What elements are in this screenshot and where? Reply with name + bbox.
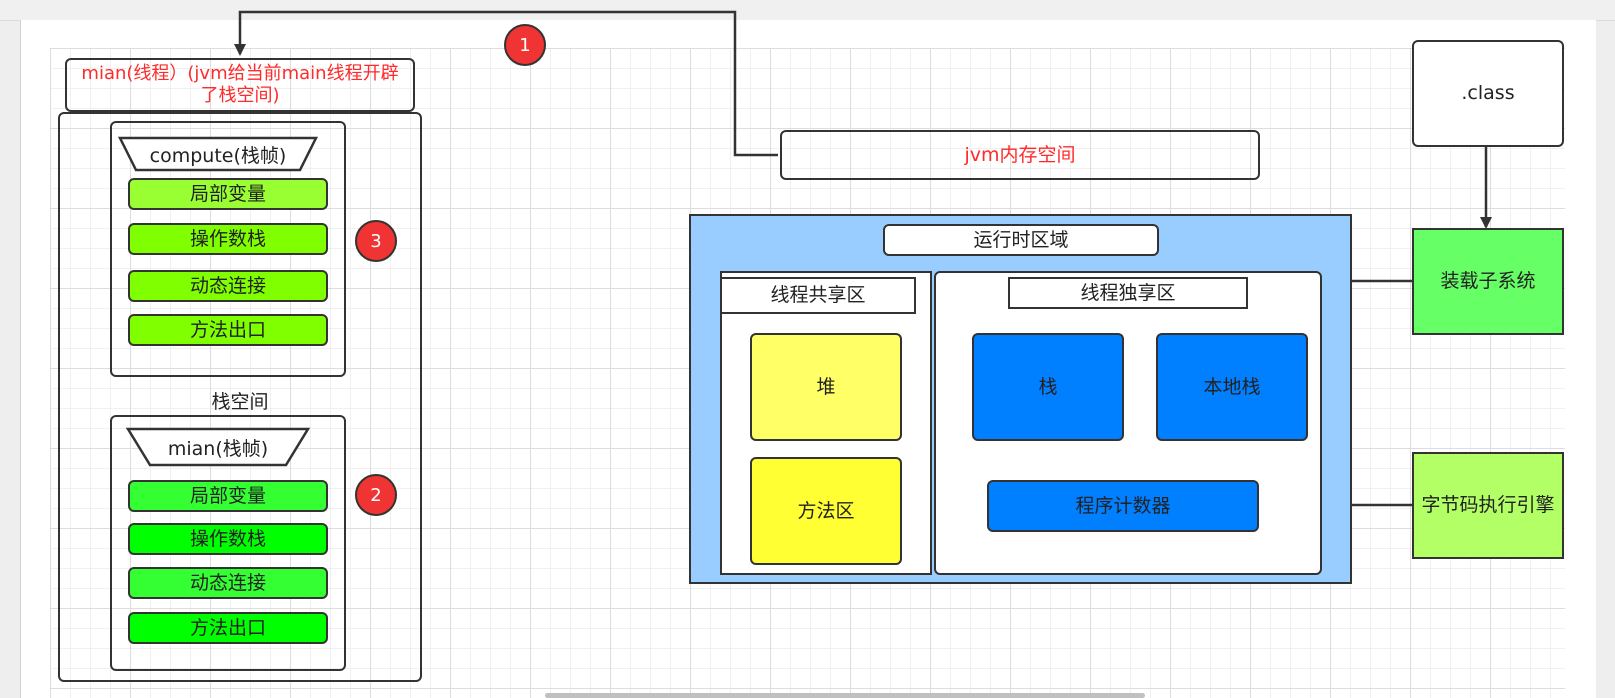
- shared-area-title: 线程共享区: [720, 277, 916, 314]
- main-frame-title: mian(栈帧): [167, 438, 269, 460]
- compute-dynamic-linking: 动态连接: [128, 270, 328, 302]
- marker-2: 2: [355, 474, 397, 516]
- compute-method-exit: 方法出口: [128, 314, 328, 346]
- runtime-area-title: 运行时区域: [883, 224, 1159, 256]
- main-frame-box: [110, 415, 346, 671]
- compute-local-variables: 局部变量: [128, 178, 328, 210]
- class-loader-box: 装载子系统: [1412, 228, 1564, 335]
- class-file-box: .class: [1412, 40, 1564, 147]
- main-operand-stack: 操作数栈: [128, 523, 328, 555]
- private-area-title: 线程独享区: [1008, 277, 1248, 309]
- program-counter-box: 程序计数器: [987, 480, 1259, 532]
- method-area-box: 方法区: [750, 457, 902, 565]
- stack-space-label: 栈空间: [211, 391, 269, 413]
- main-frame-header-shape: [125, 427, 311, 467]
- compute-frame-title: compute(栈帧): [149, 145, 287, 167]
- native-stack-box: 本地栈: [1156, 333, 1308, 441]
- main-thread-label: mian(线程）(jvm给当前main线程开辟了栈空间): [65, 58, 415, 112]
- marker-1: 1: [504, 24, 546, 66]
- main-method-exit: 方法出口: [128, 612, 328, 644]
- compute-frame-header-shape: [117, 136, 319, 172]
- compute-operand-stack: 操作数栈: [128, 223, 328, 255]
- heap-box: 堆: [750, 333, 902, 441]
- marker-3: 3: [355, 220, 397, 262]
- stack-box: 栈: [972, 333, 1124, 441]
- main-local-variables: 局部变量: [128, 480, 328, 512]
- jvm-memory-label: jvm内存空间: [780, 130, 1260, 180]
- stack-space-container: [58, 112, 422, 682]
- main-dynamic-linking: 动态连接: [128, 567, 328, 599]
- compute-frame-box: [110, 121, 346, 377]
- horizontal-scrollbar[interactable]: [545, 693, 1145, 698]
- bytecode-engine-box: 字节码执行引擎: [1412, 452, 1564, 559]
- connector-jvm-to-main-thread: [234, 10, 778, 157]
